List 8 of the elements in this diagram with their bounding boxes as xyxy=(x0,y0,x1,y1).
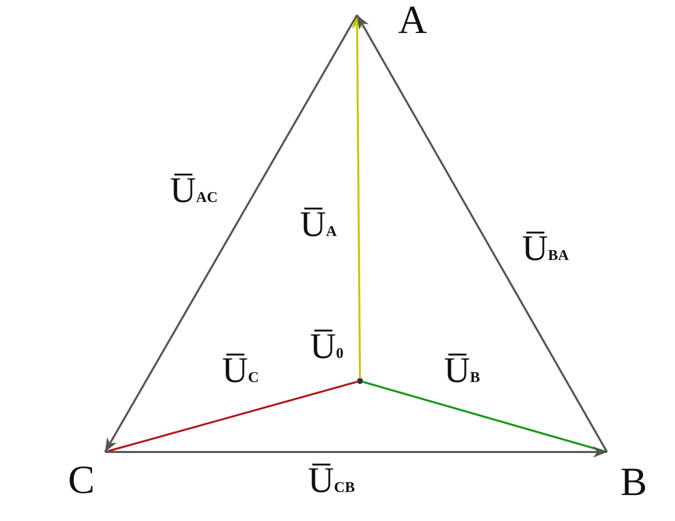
phasor-arrow xyxy=(352,15,363,378)
vertex-label: C xyxy=(68,452,105,500)
neutral-point xyxy=(357,378,363,384)
vertex-label: B xyxy=(607,452,647,502)
phasor-arrow xyxy=(104,14,358,452)
vertex-label: A xyxy=(357,0,427,36)
phasor-arrow xyxy=(105,446,607,458)
phasor-arrow xyxy=(356,14,608,452)
